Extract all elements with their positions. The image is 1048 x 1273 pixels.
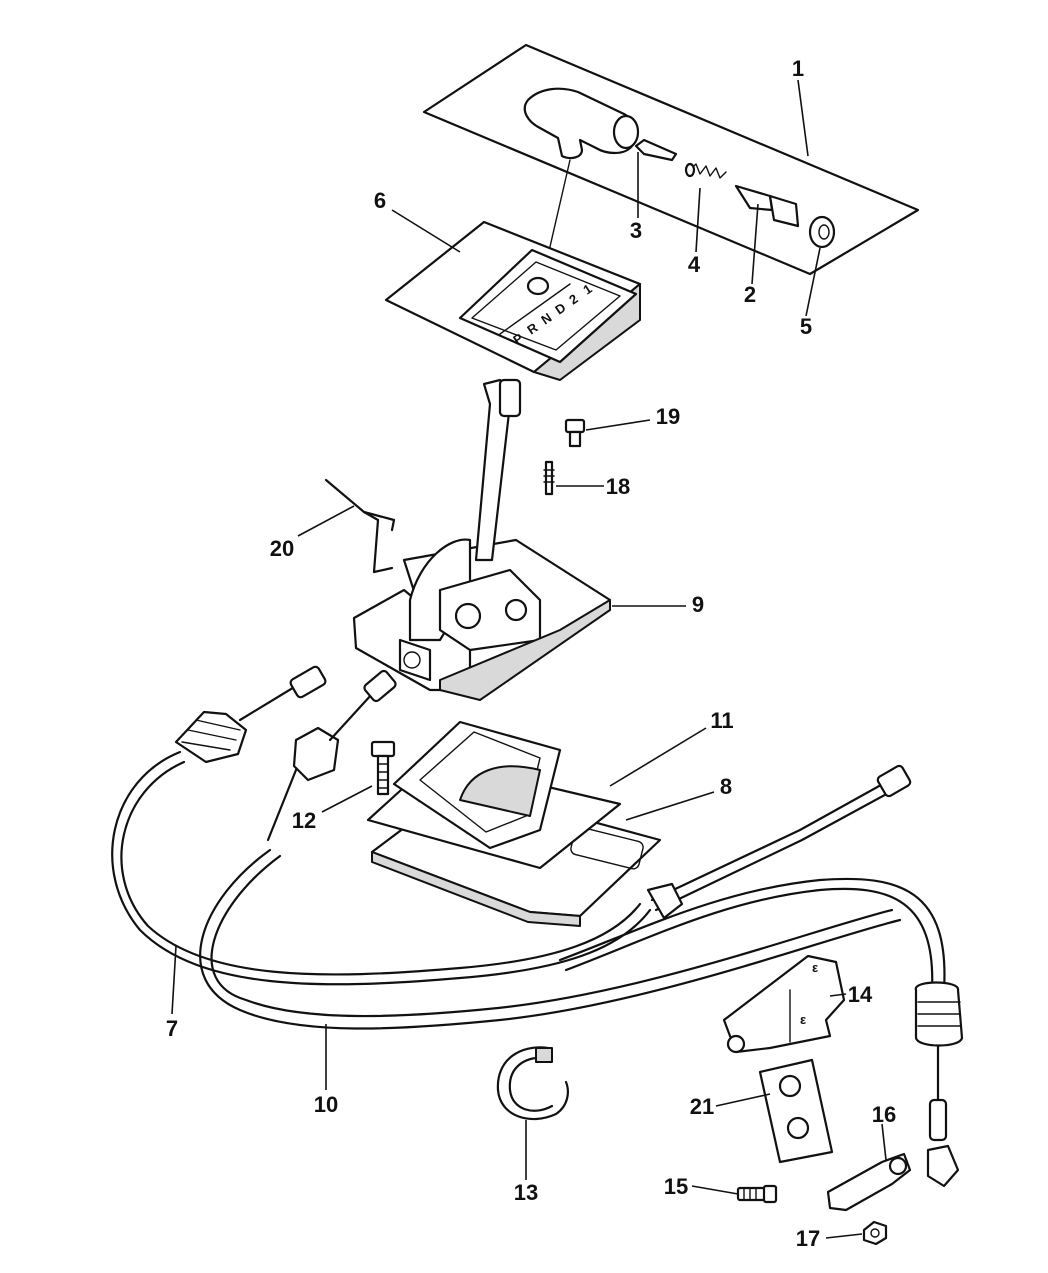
callout-14: 14 bbox=[848, 982, 873, 1007]
leader-17 bbox=[825, 1233, 863, 1239]
pin-part bbox=[634, 138, 678, 162]
button-part bbox=[734, 184, 800, 228]
callout-7: 7 bbox=[166, 1016, 178, 1041]
spring-part bbox=[684, 162, 727, 179]
callout-18: 18 bbox=[606, 474, 630, 499]
leader-16 bbox=[881, 1123, 887, 1161]
bolt-19 bbox=[564, 418, 586, 448]
leader-2 bbox=[751, 203, 759, 285]
cable-10 bbox=[199, 669, 902, 1030]
callout-19: 19 bbox=[656, 404, 680, 429]
leader-7 bbox=[171, 945, 177, 1015]
callout-15: 15 bbox=[664, 1174, 688, 1199]
callout-4: 4 bbox=[688, 252, 701, 277]
bracket-mark-lower: ε bbox=[800, 1012, 806, 1027]
bracket-mark-upper: ε bbox=[812, 960, 818, 975]
callout-12: 12 bbox=[292, 808, 316, 833]
shifter-bezel: P R N D 2 1 bbox=[384, 220, 642, 381]
leader-lines bbox=[171, 79, 887, 1239]
shifter-assembly bbox=[352, 378, 612, 701]
nut-17 bbox=[862, 1220, 888, 1246]
callout-2: 2 bbox=[744, 282, 756, 307]
callout-16: 16 bbox=[872, 1102, 896, 1127]
callout-10: 10 bbox=[314, 1092, 338, 1117]
leader-5 bbox=[805, 247, 821, 317]
leader-15 bbox=[691, 1185, 739, 1195]
knob-kit-panel bbox=[422, 43, 920, 276]
bolt-12 bbox=[370, 740, 396, 796]
callout-13: 13 bbox=[514, 1180, 538, 1205]
clamp-13 bbox=[496, 1046, 569, 1121]
nut-plate-21 bbox=[758, 1058, 834, 1164]
callout-6: 6 bbox=[374, 188, 386, 213]
callout-5: 5 bbox=[800, 314, 812, 339]
clip-20 bbox=[324, 478, 396, 574]
callout-20: 20 bbox=[270, 536, 294, 561]
bolt-15 bbox=[736, 1184, 778, 1204]
leader-4 bbox=[695, 187, 701, 253]
shift-knob bbox=[523, 87, 640, 291]
callout-17: 17 bbox=[796, 1226, 820, 1251]
callout-9: 9 bbox=[692, 592, 704, 617]
callout-3: 3 bbox=[630, 218, 642, 243]
leader-21 bbox=[715, 1093, 771, 1107]
leader-8 bbox=[625, 791, 715, 821]
stud-18 bbox=[543, 460, 555, 496]
cable-7 bbox=[111, 665, 652, 986]
leader-11 bbox=[609, 727, 707, 787]
callout-labels: 1 2 3 4 5 6 7 8 9 10 11 12 13 14 15 16 1… bbox=[166, 56, 896, 1251]
base-plate-11 bbox=[366, 720, 622, 870]
callout-8: 8 bbox=[720, 774, 732, 799]
callout-21: 21 bbox=[690, 1094, 714, 1119]
callout-11: 11 bbox=[710, 708, 733, 733]
leader-19 bbox=[585, 419, 651, 431]
washer-part bbox=[808, 215, 836, 249]
leader-1 bbox=[797, 79, 809, 157]
cable-right-run bbox=[558, 764, 964, 1188]
lever-16 bbox=[826, 1152, 912, 1212]
leader-14 bbox=[829, 993, 847, 997]
callout-1: 1 bbox=[792, 56, 804, 81]
leader-12 bbox=[321, 785, 373, 813]
leader-6 bbox=[391, 209, 461, 253]
leader-20 bbox=[297, 505, 355, 537]
bracket-14: ε ε bbox=[722, 954, 846, 1054]
